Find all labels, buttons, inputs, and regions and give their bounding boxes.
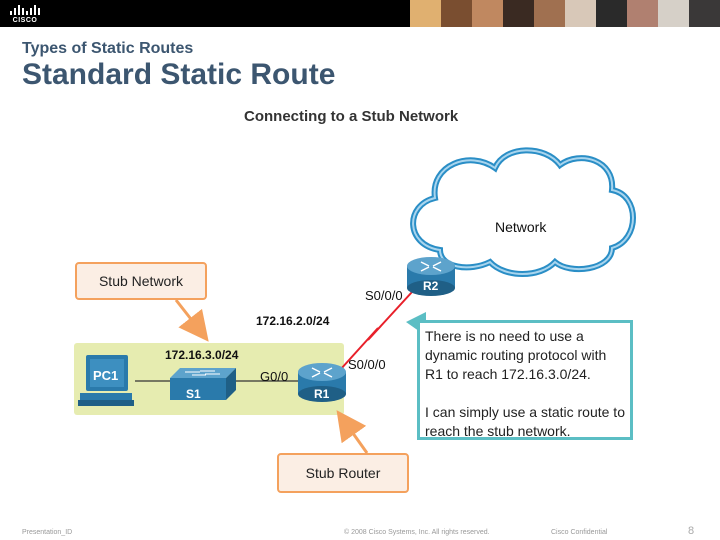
r1-label: R1: [314, 387, 330, 401]
stub-router-callout: Stub Router: [277, 453, 409, 493]
s1-label: S1: [186, 387, 201, 401]
lan-network-label: 172.16.3.0/24: [165, 348, 239, 362]
router-r1-icon: [298, 363, 346, 402]
photo-tile: [503, 0, 534, 27]
stub-router-callout-text: Stub Router: [305, 465, 381, 481]
top-banner: CISCO: [0, 0, 720, 27]
note-line-2: I can simply use a static route to reach…: [425, 404, 625, 439]
serial-link: [339, 291, 413, 371]
logo-text: CISCO: [12, 17, 38, 24]
pc1-icon: [78, 355, 134, 406]
cisco-bars-icon: [10, 5, 40, 15]
photo-tile: [441, 0, 472, 27]
photo-tile: [658, 0, 689, 27]
stub-network-callout: Stub Network: [75, 262, 207, 300]
r1-serial-label: S0/0/0: [348, 357, 386, 372]
stub-network-arrow: [174, 299, 209, 342]
photo-tile: [472, 0, 503, 27]
figure-title: Connecting to a Stub Network: [244, 108, 459, 125]
photo-tile: [565, 0, 596, 27]
photo-tile: [689, 0, 720, 27]
slide-title: Standard Static Route: [22, 58, 336, 91]
pc1-label: PC1: [93, 368, 119, 383]
router-r2-icon: [407, 257, 455, 296]
serial-network-label: 172.16.2.0/24: [256, 314, 330, 328]
cisco-logo: CISCO: [8, 4, 42, 24]
network-cloud: [410, 147, 636, 277]
cloud-label: Network: [495, 219, 547, 235]
footer-confidential: Cisco Confidential: [551, 529, 608, 536]
switch-s1-icon: [170, 368, 236, 400]
r1-g0-label: G0/0: [260, 369, 289, 384]
note-line-1: There is no need to use a dynamic routin…: [425, 328, 607, 382]
photo-tile: [596, 0, 627, 27]
photo-tile: [534, 0, 565, 27]
photo-tile: [627, 0, 658, 27]
section-title: Types of Static Routes: [22, 40, 194, 57]
photo-tile: [410, 0, 441, 27]
footer-copyright: © 2008 Cisco Systems, Inc. All rights re…: [344, 529, 490, 536]
footer-presentation-id: Presentation_ID: [22, 529, 73, 536]
r2-serial-label: S0/0/0: [365, 288, 403, 303]
page-number: 8: [688, 525, 695, 537]
stub-network-callout-text: Stub Network: [98, 273, 184, 289]
r2-label: R2: [423, 279, 439, 293]
photo-strip: [410, 0, 720, 27]
stub-router-arrow: [336, 410, 369, 454]
explanation-note: There is no need to use a dynamic routin…: [417, 320, 633, 440]
